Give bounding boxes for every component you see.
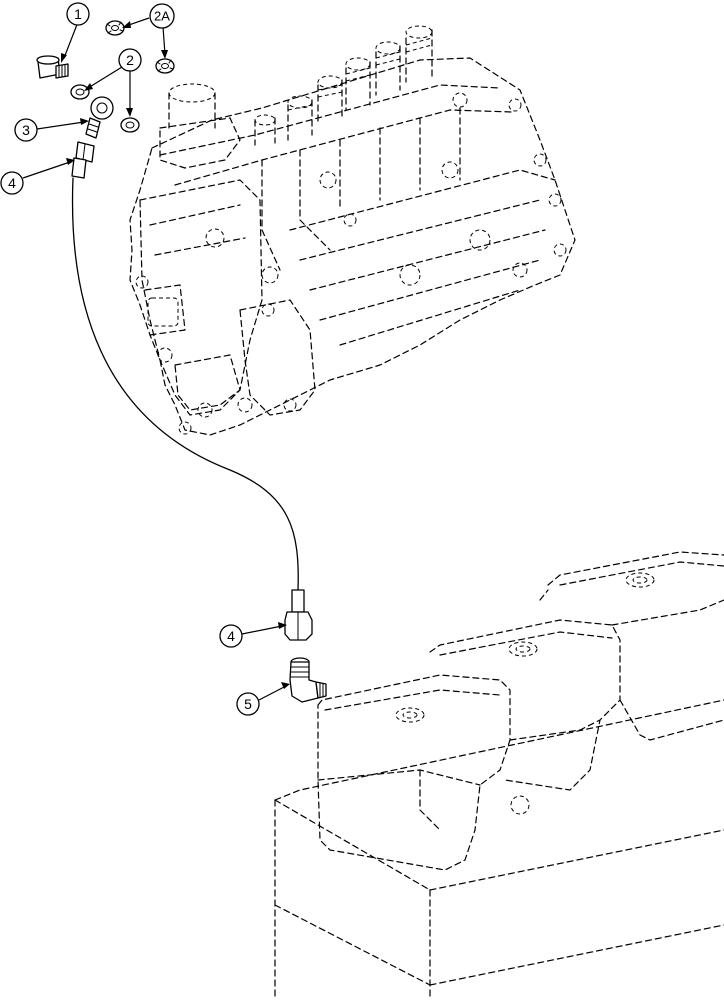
banjo-fitting bbox=[85, 96, 114, 139]
delivery-valve-row bbox=[254, 25, 433, 146]
callout-5: 5 bbox=[236, 682, 290, 716]
callout-2a: 2A bbox=[122, 3, 175, 59]
callout-4-top: 4 bbox=[0, 158, 75, 195]
injection-pump bbox=[129, 25, 576, 436]
lock-washer-lower bbox=[155, 58, 175, 74]
callout-3: 3 bbox=[14, 118, 89, 142]
callout-2-label: 2 bbox=[126, 52, 134, 68]
elbow-fitting bbox=[289, 657, 327, 703]
callout-1-label: 1 bbox=[74, 6, 82, 22]
banjo-bolt bbox=[36, 55, 69, 79]
engine-cylinder-head bbox=[274, 551, 724, 1000]
callout-3-label: 3 bbox=[22, 122, 30, 138]
fitting-nut-bottom bbox=[284, 589, 313, 641]
boost-compensator bbox=[159, 83, 241, 169]
lock-washer-upper bbox=[105, 20, 125, 36]
callout-4-bottom-label: 4 bbox=[227, 628, 235, 644]
callout-5-label: 5 bbox=[244, 696, 252, 712]
fuel-line-tube bbox=[71, 177, 299, 591]
sealing-washer-upper bbox=[70, 84, 90, 100]
callout-1: 1 bbox=[61, 2, 90, 63]
callout-4-bottom: 4 bbox=[219, 622, 287, 648]
fitting-nut-top bbox=[71, 141, 95, 179]
callout-2a-label: 2A bbox=[154, 9, 170, 24]
callout-2: 2 bbox=[84, 48, 142, 117]
sealing-washer-lower bbox=[120, 117, 140, 133]
callout-4-top-label: 4 bbox=[8, 175, 16, 191]
